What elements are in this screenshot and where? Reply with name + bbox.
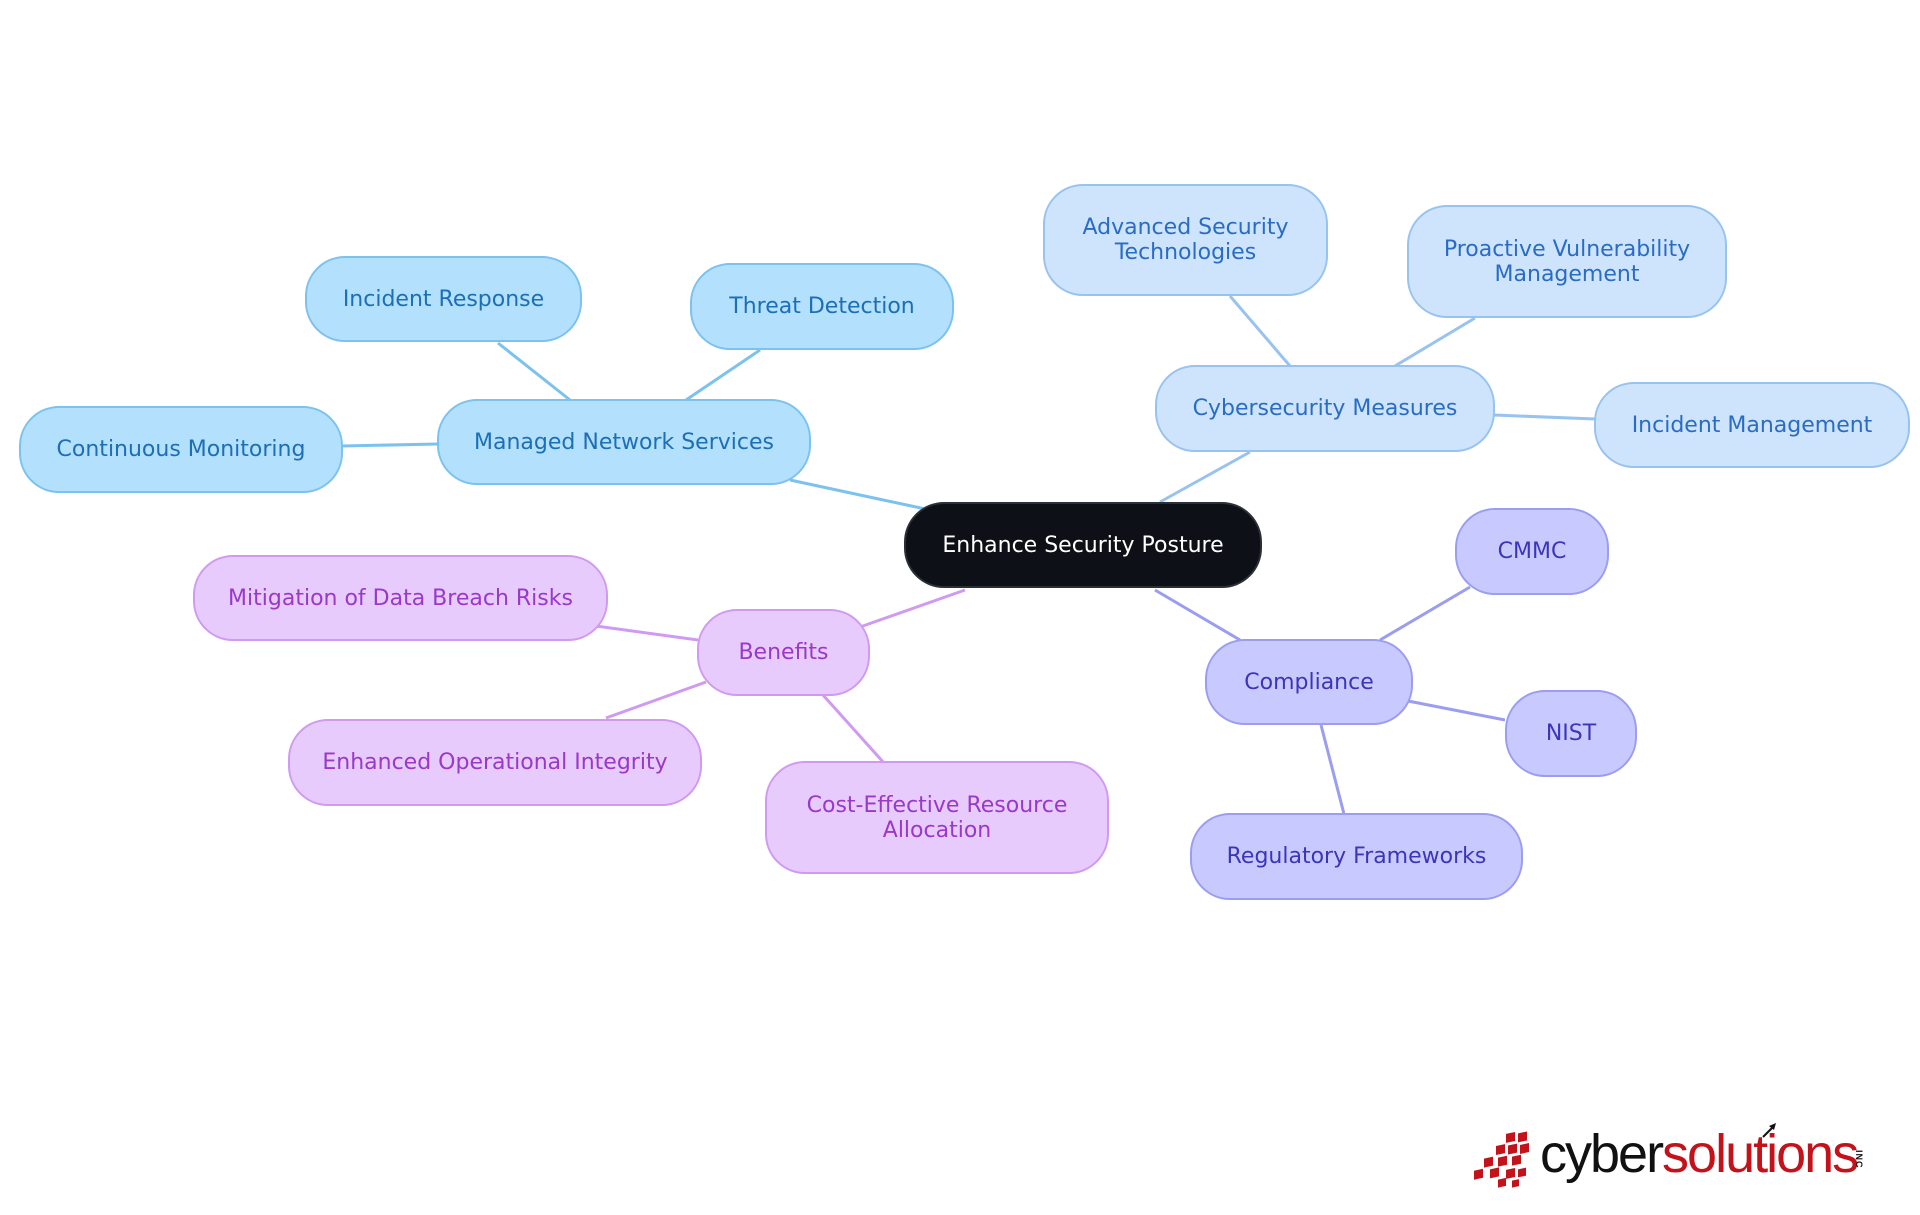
logo-wordmark: cybersolutions [1540,1122,1859,1186]
edge-root-managed-network-services [789,478,931,512]
node-cmmc[interactable]: CMMC [1455,508,1609,595]
edge-cm-proactive-vulnerability [1394,316,1476,368]
node-regulatory-frameworks[interactable]: Regulatory Frameworks [1190,813,1523,900]
logo-word-cyber: cyber [1540,1124,1664,1184]
node-label: NIST [1545,721,1597,746]
edge-cm-incident-management [1493,413,1596,421]
node-nist[interactable]: NIST [1505,690,1637,777]
node-incident-response[interactable]: Incident Response [305,256,582,342]
node-incident-management[interactable]: Incident Management [1594,382,1910,468]
node-label: Proactive Vulnerability Management [1443,236,1691,287]
logo-inc: INC [1854,1150,1864,1169]
node-label: Incident Response [342,286,545,312]
node-label: Continuous Monitoring [56,437,306,462]
node-continuous-monitoring[interactable]: Continuous Monitoring [19,406,343,493]
node-proactive-vulnerability-management[interactable]: Proactive Vulnerability Management [1407,205,1727,318]
node-cost-effective-resource-allocation[interactable]: Cost-Effective Resource Allocation [765,761,1109,874]
root-node[interactable]: Enhance Security Posture [904,502,1262,588]
branch-label: Managed Network Services [474,429,774,455]
company-logo: cybersolutions INC [1468,1122,1888,1192]
branch-compliance[interactable]: Compliance [1205,639,1413,725]
node-label: Cost-Effective Resource Allocation [806,792,1068,843]
node-label: Enhanced Operational Integrity [322,750,668,775]
edge-cm-advanced-security [1228,295,1292,367]
node-label: Advanced Security Technologies [1082,215,1289,265]
node-label: Threat Detection [729,294,915,319]
root-node-label: Enhance Security Posture [942,532,1224,558]
edge-root-compliance [1154,588,1241,642]
edge-ben-enhanced [605,680,707,720]
branch-managed-network-services[interactable]: Managed Network Services [437,399,811,485]
edge-root-benefits [859,588,966,629]
edge-comp-nist [1407,699,1506,722]
node-label: CMMC [1497,539,1567,564]
edge-root-cybersecurity-measures [1159,450,1251,504]
logo-squares-icon [1474,1131,1529,1188]
logo-word-solutions: solutions [1662,1124,1859,1184]
branch-benefits[interactable]: Benefits [697,609,870,696]
edge-comp-cmmc [1379,585,1471,642]
node-advanced-security-technologies[interactable]: Advanced Security Technologies [1043,184,1328,296]
edge-ben-cost-effective [821,693,886,765]
edge-ben-mitigation [595,624,699,642]
branch-label: Benefits [738,640,829,665]
node-enhanced-operational-integrity[interactable]: Enhanced Operational Integrity [288,719,702,806]
edge-comp-regulatory [1319,724,1346,815]
edge-mns-threat-detection [685,348,761,402]
edge-mns-continuous-monitoring [341,442,439,448]
logo-arrow-icon [1762,1123,1776,1138]
node-mitigation-of-data-breach-risks[interactable]: Mitigation of Data Breach Risks [193,555,608,641]
edge-mns-incident-response [497,341,571,402]
node-label: Regulatory Frameworks [1226,844,1487,869]
branch-label: Compliance [1244,669,1374,695]
node-threat-detection[interactable]: Threat Detection [690,263,954,350]
node-label: Mitigation of Data Breach Risks [228,585,573,611]
branch-label: Cybersecurity Measures [1192,396,1458,421]
branch-cybersecurity-measures[interactable]: Cybersecurity Measures [1155,365,1495,452]
node-label: Incident Management [1631,412,1873,438]
